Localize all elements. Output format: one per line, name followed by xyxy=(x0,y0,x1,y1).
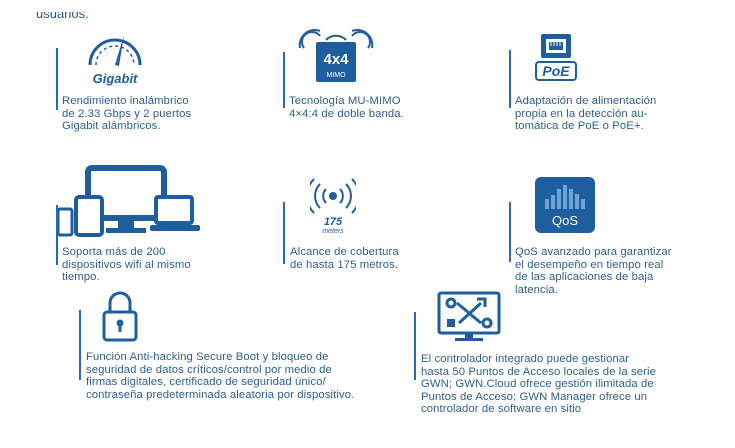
devices-icon xyxy=(56,165,200,237)
feature-description: Adaptación de alimentación propia en la … xyxy=(515,95,657,133)
range-unit: meters xyxy=(322,228,344,234)
controller-icon xyxy=(437,291,501,341)
qos-label: QoS xyxy=(552,213,578,228)
feature-description: Soporta más de 200 dispositivos wifi al … xyxy=(62,246,191,284)
divider-line xyxy=(79,310,81,380)
range-value: 175 xyxy=(324,216,343,228)
feature-description: El controlador integrado puede gestionar… xyxy=(421,353,656,416)
mimo-icon: 4x4 MIMO xyxy=(298,29,374,82)
divider-line xyxy=(414,312,416,380)
cut-off-header-text: usuarios. xyxy=(36,12,89,21)
gigabit-label: Gigabit xyxy=(93,71,138,86)
mimo-sublabel: MIMO xyxy=(326,72,346,79)
divider-line xyxy=(283,202,285,264)
gauge-icon: Gigabit xyxy=(88,35,142,86)
poe-icon: PoE xyxy=(535,34,577,81)
divider-line xyxy=(56,48,58,110)
divider-line xyxy=(283,52,285,108)
poe-label: PoE xyxy=(542,63,570,79)
feature-description: Función Anti-hacking Secure Boot y bloqu… xyxy=(86,351,355,401)
feature-description: Tecnología MU-MIMO 4×4:4 de doble banda. xyxy=(289,95,404,120)
divider-line xyxy=(56,205,58,265)
feature-description: QoS avanzado para garantizar el desempeñ… xyxy=(515,246,672,296)
divider-line xyxy=(509,50,511,108)
mimo-4x4-label: 4x4 xyxy=(323,51,349,68)
range-icon: 175 meters xyxy=(310,178,356,234)
feature-description: Rendimiento inalámbrico de 2.33 Gbps y 2… xyxy=(62,95,192,133)
lock-icon xyxy=(102,291,138,342)
divider-line xyxy=(509,202,511,262)
feature-description: Alcance de cobertura de hasta 175 metros… xyxy=(290,246,399,271)
qos-icon: QoS xyxy=(535,177,595,233)
